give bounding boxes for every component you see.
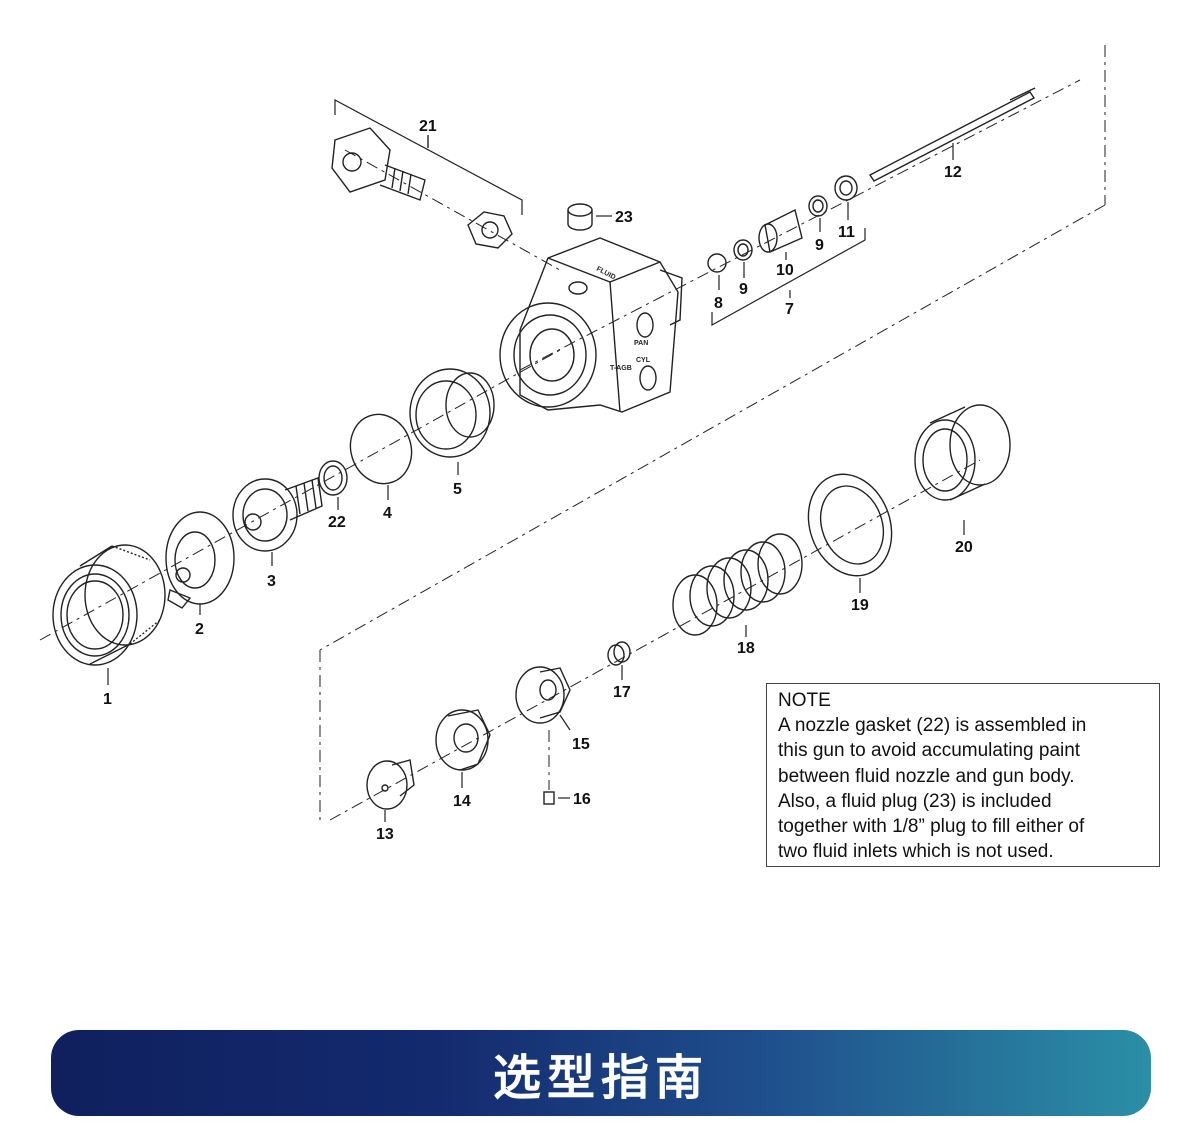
label-part-15: 15 bbox=[572, 736, 590, 753]
note-heading: NOTE bbox=[778, 690, 831, 711]
label-part-8: 8 bbox=[714, 295, 723, 312]
part-5-baffle bbox=[409, 368, 495, 458]
label-part-9a: 9 bbox=[739, 281, 748, 298]
label-part-14: 14 bbox=[453, 793, 471, 810]
label-part-3: 3 bbox=[267, 573, 276, 590]
label-part-12: 12 bbox=[944, 164, 962, 181]
label-part-5: 5 bbox=[453, 481, 462, 498]
note-line: Also, a fluid plug (23) is included bbox=[778, 790, 1052, 812]
part-19-washer bbox=[807, 473, 893, 577]
note-line: together with 1/8” plug to fill either o… bbox=[778, 816, 1085, 838]
label-part-19: 19 bbox=[851, 597, 869, 614]
label-part-23: 23 bbox=[615, 209, 633, 226]
part-2-air-cap bbox=[165, 511, 235, 609]
label-part-11: 11 bbox=[838, 224, 855, 241]
part-21-fluid-fitting bbox=[331, 127, 513, 249]
exploded-parts-diagram: FLUID PAN T-AGB CYL 1 2 3 4 5 7 8 9 9 10… bbox=[39, 45, 1106, 843]
part-14-cap bbox=[435, 709, 491, 771]
label-part-20: 20 bbox=[955, 539, 973, 556]
label-part-1: 1 bbox=[103, 691, 112, 708]
label-part-17: 17 bbox=[613, 684, 631, 701]
part-16-set-screw bbox=[543, 791, 555, 805]
body-marking-cyl: CYL bbox=[636, 357, 651, 364]
label-part-4: 4 bbox=[383, 505, 392, 522]
part-23-fluid-plug bbox=[567, 203, 593, 231]
body-marking-top: FLUID bbox=[595, 266, 616, 282]
selection-guide-banner: 选型指南 bbox=[51, 1030, 1151, 1116]
part-15-flange bbox=[515, 666, 571, 724]
label-part-10: 10 bbox=[776, 262, 794, 279]
note-line: this gun to avoid accumulating paint bbox=[778, 740, 1081, 762]
part-22-nozzle-gasket bbox=[318, 460, 348, 496]
gun-body bbox=[499, 237, 683, 413]
label-part-21: 21 bbox=[419, 118, 437, 135]
part-13-adjust-knob bbox=[366, 759, 415, 810]
label-part-2: 2 bbox=[195, 621, 204, 638]
part-12-fluid-needle bbox=[868, 87, 1036, 182]
note-line: A nozzle gasket (22) is assembled in bbox=[778, 715, 1087, 737]
label-part-7: 7 bbox=[785, 301, 794, 318]
part-20-knurled-nut bbox=[914, 404, 1011, 501]
part-3-fluid-nozzle bbox=[232, 477, 323, 552]
part-4-o-ring bbox=[349, 413, 413, 485]
note-line: two fluid inlets which is not used. bbox=[778, 841, 1054, 863]
part-7-needle-packing-set bbox=[707, 175, 858, 273]
note-line: between fluid nozzle and gun body. bbox=[778, 765, 1075, 787]
banner-title: 选型指南 bbox=[492, 1050, 709, 1106]
part-17-nut bbox=[607, 641, 631, 666]
body-marking-tagb: T-AGB bbox=[610, 365, 632, 372]
label-part-13: 13 bbox=[376, 826, 394, 843]
note-box: NOTE A nozzle gasket (22) is assembled i… bbox=[766, 683, 1160, 867]
part-1-air-cap-ring bbox=[52, 544, 166, 666]
label-part-18: 18 bbox=[737, 640, 755, 657]
label-part-22: 22 bbox=[328, 514, 346, 531]
label-part-9b: 9 bbox=[815, 237, 824, 254]
body-marking-pan: PAN bbox=[634, 340, 648, 347]
label-part-16: 16 bbox=[573, 791, 591, 808]
part-18-spring bbox=[672, 533, 803, 636]
